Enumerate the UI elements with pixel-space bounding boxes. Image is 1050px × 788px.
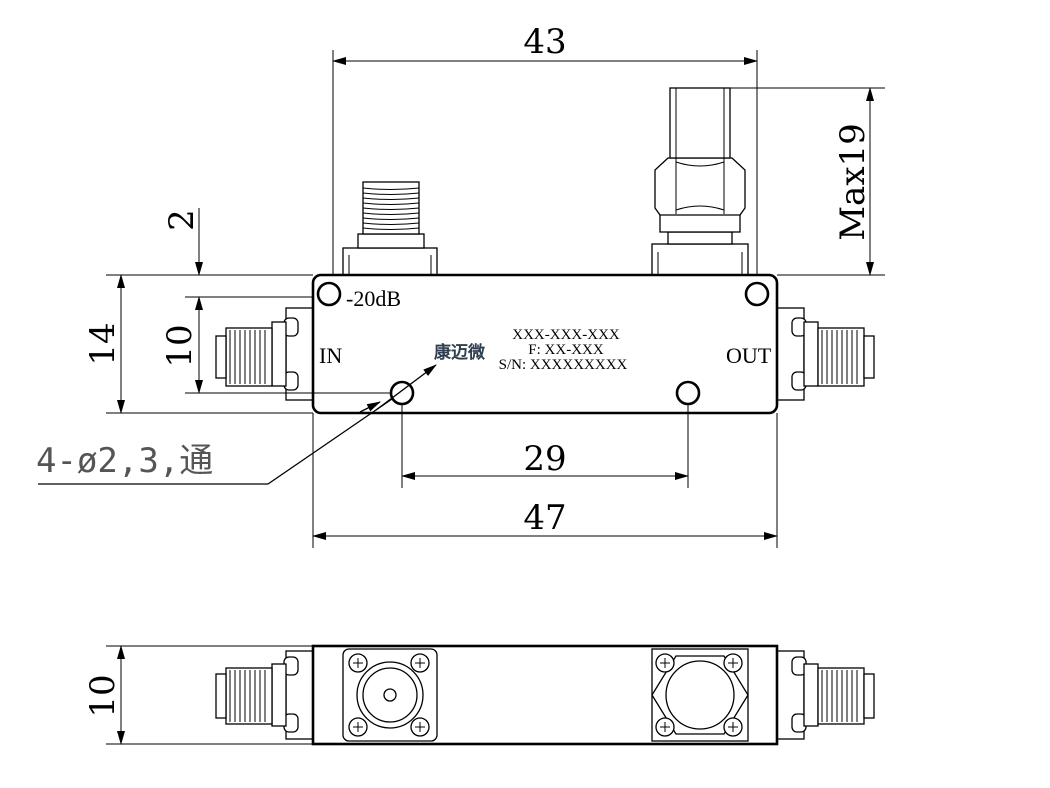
top-view: -20dB IN OUT XXX-XXX-XXX F: XX-XXX S/N: … — [36, 87, 875, 485]
coupler-body — [311, 273, 779, 415]
input-port-label: IN — [319, 343, 342, 368]
output-port-label: OUT — [726, 343, 772, 368]
dim-43: 43 — [523, 22, 566, 62]
bottom-view: 10 — [83, 644, 875, 746]
top-female-connector — [342, 181, 438, 276]
part-number: XXX-XXX-XXX — [512, 327, 620, 343]
dim-max19: Max19 — [833, 123, 873, 241]
female-flange — [342, 648, 438, 742]
bottom-output-connector — [775, 650, 875, 740]
mounting-hole — [316, 281, 342, 307]
frequency-label: F: XX-XXX — [528, 342, 604, 358]
mounting-hole — [744, 281, 770, 307]
brand-logo: 康迈微 — [434, 342, 486, 363]
dim-2: 2 — [162, 209, 202, 231]
input-connector — [215, 307, 315, 401]
dim-10: 10 — [160, 324, 200, 367]
top-male-connector — [651, 87, 749, 276]
hole-note: 4-ø2,3,通 — [36, 441, 213, 481]
dim-29: 29 — [523, 439, 566, 479]
note-leader — [38, 398, 393, 485]
male-flange — [651, 648, 749, 742]
output-connector — [775, 307, 875, 401]
bottom-input-connector — [215, 650, 315, 740]
dimensions: 43 Max19 2 14 10 29 47 — [83, 22, 885, 548]
dim-47: 47 — [523, 498, 566, 538]
serial-number: S/N: XXXXXXXXX — [499, 357, 628, 373]
dim-14: 14 — [83, 322, 123, 365]
coupling-label: -20dB — [346, 286, 401, 311]
dim-10-bottom: 10 — [83, 674, 123, 717]
